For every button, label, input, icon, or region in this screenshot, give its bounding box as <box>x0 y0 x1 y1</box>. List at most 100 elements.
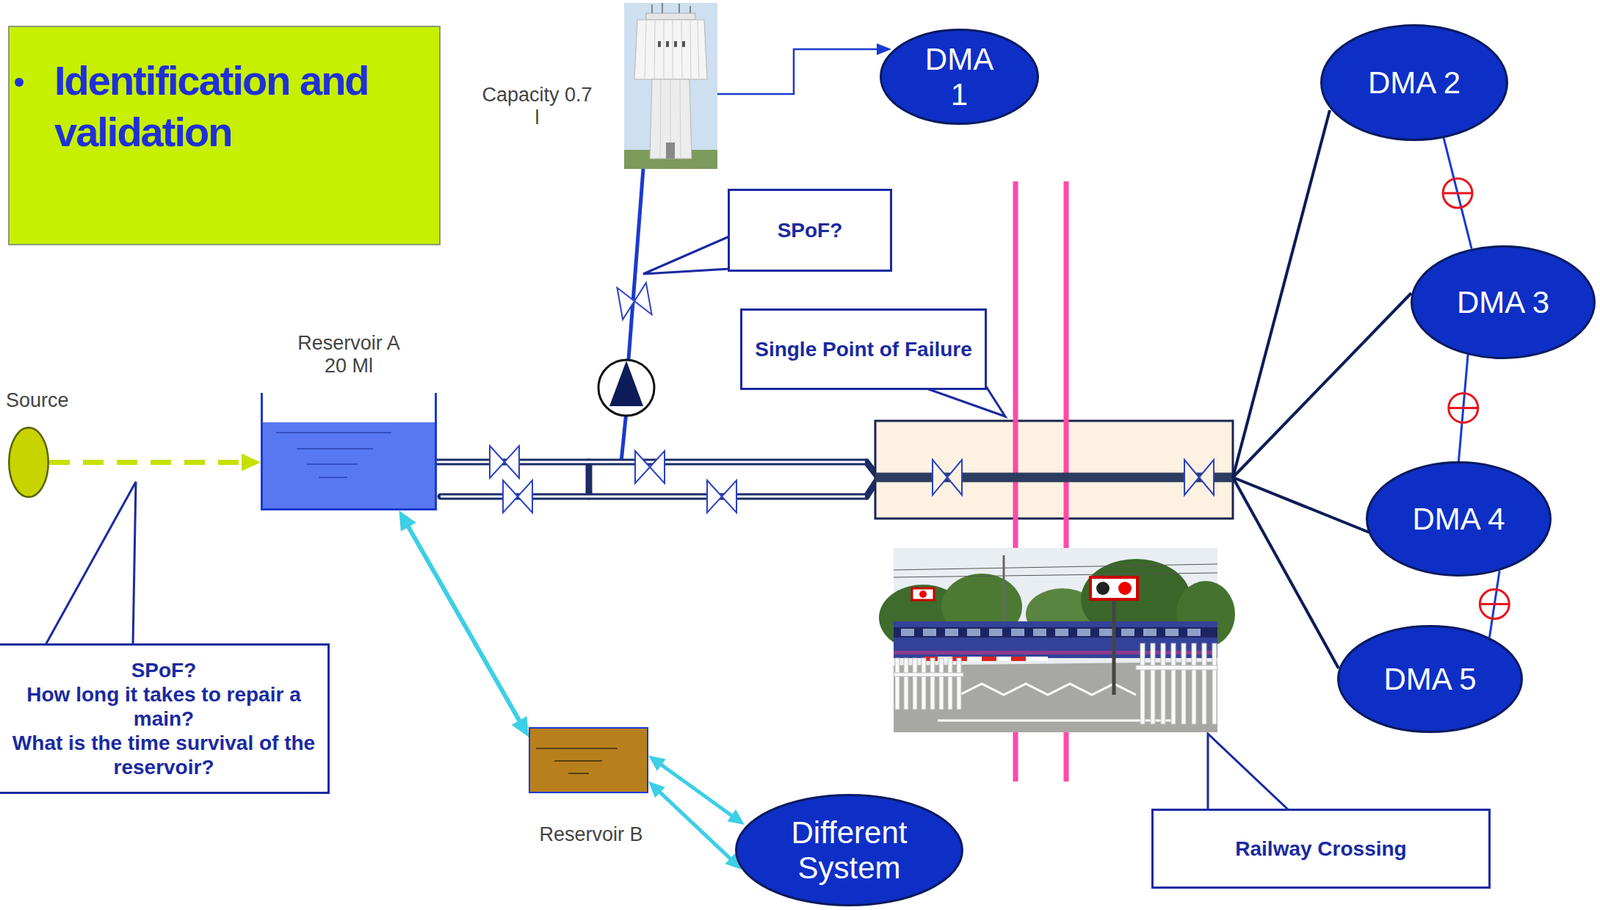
dma-ellipse: DMA 4 <box>1365 461 1552 577</box>
node-heading: Source <box>5 389 70 412</box>
railway-photo <box>919 590 927 598</box>
railway-photo <box>989 628 1003 636</box>
node-text: Single Point of Failure <box>754 337 973 362</box>
node-text: SPoF? <box>777 218 843 243</box>
valve-symbol <box>1479 589 1509 619</box>
water-tower <box>663 20 665 79</box>
water-surface <box>276 431 392 434</box>
bullet-dot <box>14 77 24 87</box>
railway-photo <box>939 657 944 710</box>
source-shape <box>8 426 50 498</box>
trunk-mains <box>635 450 665 484</box>
reservoir-node: Reservoir B <box>527 725 655 851</box>
trunk-mains <box>489 445 520 479</box>
dma-ellipse: DMA 2 <box>1320 24 1509 141</box>
distribution-lines <box>1232 110 1330 478</box>
tower-feed-line <box>717 49 879 94</box>
valve-symbol <box>1448 392 1479 423</box>
railway-photo <box>937 719 1173 722</box>
distribution-lines <box>1232 110 1412 669</box>
trunk-mains <box>502 480 533 513</box>
railway-photo <box>893 650 1218 655</box>
railway-photo <box>878 547 1236 733</box>
railway-photo <box>922 656 1026 661</box>
connector <box>49 459 247 465</box>
node-heading: Reservoir A 20 Ml <box>260 331 437 378</box>
dma-ellipse: DMA 5 <box>1337 624 1523 733</box>
railway-photo <box>959 683 1136 695</box>
arrowhead <box>511 715 529 738</box>
tank-drawing <box>528 726 649 794</box>
railway-photo <box>947 657 953 710</box>
ellipse-shape <box>8 427 49 498</box>
railway-photo <box>903 657 909 710</box>
railway-photo <box>1135 665 1218 670</box>
tank-shape <box>528 726 649 794</box>
dma-ellipse: DMA 1 <box>879 28 1040 125</box>
water-surface <box>536 747 618 749</box>
railway-photo <box>930 657 935 710</box>
water-tower <box>624 2 718 169</box>
railway-photo <box>912 657 918 710</box>
rising-main <box>609 360 644 407</box>
railway-photo <box>893 621 1218 658</box>
railway-photo <box>1011 628 1025 636</box>
water-tower <box>665 142 675 159</box>
water-tower <box>624 2 718 169</box>
water-tower <box>644 20 647 79</box>
crossing-valves <box>1184 459 1214 495</box>
railway-photo <box>893 563 1218 578</box>
water-tower <box>697 20 700 79</box>
water-tower <box>672 20 674 79</box>
railway-photo <box>1165 628 1179 636</box>
railway-photo <box>911 588 935 600</box>
railway-photo <box>967 628 981 636</box>
railway-photo <box>893 643 1218 725</box>
railway-photo <box>922 628 937 636</box>
railway-photo <box>895 657 900 710</box>
valve-symbol-bar <box>1442 191 1473 194</box>
reservoir-node: Reservoir A 20 Ml <box>260 331 437 512</box>
railway-photo <box>945 628 959 636</box>
water-tower <box>679 80 681 158</box>
node-text: Reservoir B <box>527 823 655 846</box>
node-text: Source <box>5 389 70 412</box>
ellipse-outline <box>8 426 50 498</box>
arrowhead <box>648 781 666 798</box>
water-tower <box>646 13 696 20</box>
tank-body <box>529 727 648 793</box>
valve-symbol-bar <box>1448 406 1479 409</box>
title-text: Identification and validation <box>54 55 422 158</box>
connector <box>406 522 522 725</box>
callout-box: SPoF?How long it takes to repair a main?… <box>0 643 330 794</box>
ellipse-shape <box>1338 626 1523 733</box>
water-tower <box>657 41 661 47</box>
node-heading: Reservoir B <box>527 823 655 846</box>
source-node: Source <box>4 389 78 500</box>
rising-main <box>616 282 652 320</box>
railway-photo <box>981 656 997 661</box>
railway-photo <box>1096 581 1110 595</box>
railway-photo <box>921 657 926 710</box>
callout-box: SPoF? <box>727 188 893 272</box>
railway-photo <box>1033 628 1047 636</box>
railway-photo <box>893 563 1218 570</box>
system-ellipse: Different System <box>735 793 964 907</box>
railway-photo <box>956 657 962 710</box>
ellipse-shape <box>881 30 1039 125</box>
railway-photo <box>1171 643 1176 725</box>
railway-photo <box>1121 628 1135 636</box>
rising-main <box>621 411 627 462</box>
dma-ellipse: DMA 3 <box>1410 245 1596 360</box>
water-tower <box>681 20 683 79</box>
railway-photo <box>1118 581 1132 595</box>
tank-shape <box>260 392 437 511</box>
railway-photo <box>1143 628 1157 636</box>
water-tower <box>682 41 686 47</box>
trunk-mains <box>489 445 737 513</box>
railway-photo <box>893 547 1218 733</box>
callout-box: Single Point of Failure <box>740 308 987 390</box>
node-text: DMA 1 <box>919 41 1001 113</box>
ellipse-shape <box>1367 462 1551 576</box>
water-tower <box>665 41 669 47</box>
